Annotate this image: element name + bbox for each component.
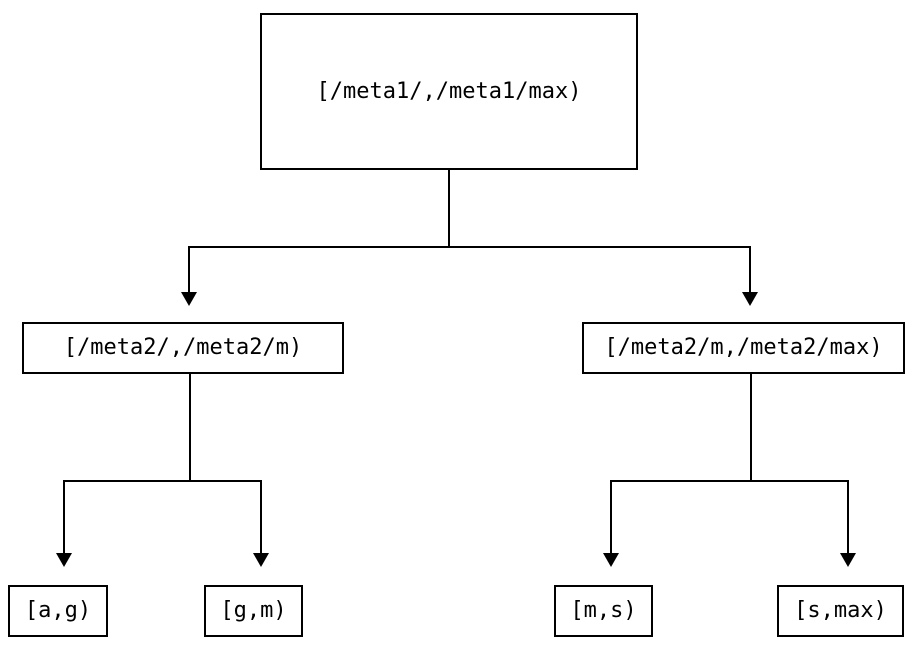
edge-root-fork <box>188 246 751 292</box>
arrowhead-to-leaf-smax <box>840 553 856 567</box>
tree-node-leaf-ms: [m,s) <box>554 585 653 637</box>
tree-node-leaf-gm: [g,m) <box>204 585 303 637</box>
tree-node-leaf-smax-label: [s,max) <box>794 598 887 623</box>
arrowhead-to-meta2-low <box>181 292 197 306</box>
tree-node-meta2-high-label: [/meta2/m,/meta2/max) <box>604 335 883 360</box>
tree-node-leaf-smax: [s,max) <box>777 585 904 637</box>
tree-node-root: [/meta1/,/meta1/max) <box>260 13 638 170</box>
edge-meta2-low-fork <box>63 480 262 553</box>
tree-node-meta2-high: [/meta2/m,/meta2/max) <box>582 322 905 374</box>
tree-node-leaf-ms-label: [m,s) <box>570 598 637 623</box>
arrowhead-to-leaf-ms <box>603 553 619 567</box>
arrowhead-to-meta2-high <box>742 292 758 306</box>
arrowhead-to-leaf-ag <box>56 553 72 567</box>
tree-node-leaf-gm-label: [g,m) <box>220 598 287 623</box>
tree-node-root-label: [/meta1/,/meta1/max) <box>316 78 582 104</box>
edge-meta2-high-fork <box>610 480 849 553</box>
tree-node-meta2-low: [/meta2/,/meta2/m) <box>22 322 344 374</box>
arrowhead-to-leaf-gm <box>253 553 269 567</box>
tree-node-leaf-ag: [a,g) <box>8 585 108 637</box>
tree-node-leaf-ag-label: [a,g) <box>24 598 92 623</box>
tree-node-meta2-low-label: [/meta2/,/meta2/m) <box>63 335 303 360</box>
